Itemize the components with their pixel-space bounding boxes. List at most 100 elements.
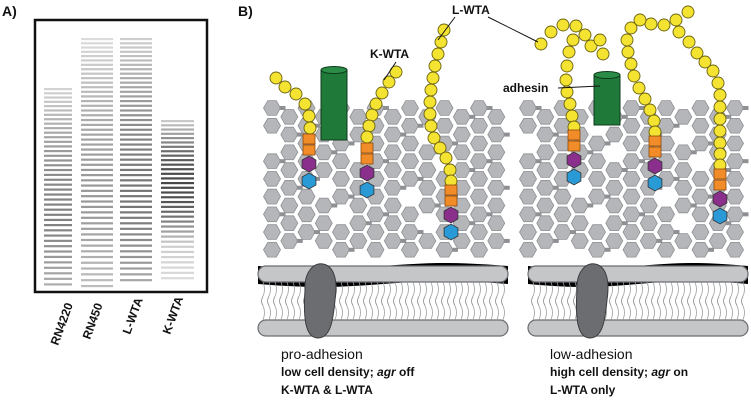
gel-band [44,218,72,222]
adhesin-label: adhesin [503,81,548,95]
gel-band [120,189,152,192]
lipid-tail [363,281,367,306]
peptidoglycan-hexagon [588,242,606,258]
peptidoglycan-hexagon [401,206,419,223]
gel-band [161,230,194,233]
peptidoglycan-hexagon [536,215,555,231]
crosslink [656,238,663,243]
gel-lane [81,38,113,288]
crosslink [673,230,680,235]
glcnac-hexagon [647,174,663,192]
peptidoglycan-hexagon [452,144,471,161]
gel-band [120,90,152,93]
crosslink [621,168,628,173]
glycerol-phosphate-hexagon [712,190,728,208]
lipid-tail [291,296,295,321]
ribitol-phosphate-unit [648,146,662,158]
gel-band [81,174,113,177]
d-alanine-bead [713,136,727,150]
peptidoglycan-hexagon [605,180,624,196]
d-alanine-bead [647,114,661,128]
gel-band [120,77,152,80]
d-alanine-bead [423,107,437,121]
d-alanine-bead [428,59,442,73]
gel-band [44,127,72,130]
lipid-tail [369,296,373,321]
peptidoglycan-hexagon [280,197,299,214]
peptidoglycan-hexagon [622,135,641,152]
crosslink [552,132,559,137]
gel-band [44,122,72,125]
lipid-tail [375,281,379,306]
gel-band [120,211,152,214]
crosslink [535,106,542,110]
peptidoglycan-hexagon [487,162,506,178]
peptidoglycan-hexagon [487,180,506,196]
gel-band [81,109,113,112]
peptidoglycan-hexagon [452,126,471,143]
gel-band [44,154,72,157]
crosslink [383,212,389,217]
glcnac-hexagon [301,172,317,190]
peptidoglycan-hexagon [366,242,385,258]
peptidoglycan-hexagon [470,206,488,223]
lipid-tail [417,281,421,306]
gel-band [120,55,152,58]
crosslink [535,159,542,164]
lipid-tail [285,296,289,321]
peptidoglycan-left [263,100,510,258]
crosslink [604,141,611,146]
peptidoglycan-hexagon [726,153,744,169]
d-alanine-bead [426,71,440,85]
d-alanine-bead [643,103,657,117]
d-alanine-bead [578,28,592,42]
gel-band [81,153,113,156]
peptidoglycan-hexagon [691,242,710,258]
glycerol-phosphate-hexagon [301,155,317,173]
gel-band [120,50,152,53]
crosslink [725,221,732,226]
peptidoglycan-hexagon [401,153,419,169]
adhesin-left [320,66,348,141]
gel-band [161,186,194,189]
gel-band [81,38,113,41]
peptidoglycan-hexagon [452,109,471,125]
gel-band [44,131,72,134]
lipid-tail [423,296,427,321]
d-alanine-bead [669,13,683,27]
lipid-tail [615,296,619,321]
crosslink [452,141,458,146]
crosslink [296,185,303,190]
membrane-head-groups-top [257,265,509,283]
lipid-tail [723,296,727,321]
lipid-tail [645,296,649,321]
lipid-tail [261,296,265,321]
d-alanine-bead [624,21,638,35]
caption-right-line1: high cell density; agr on [550,365,688,379]
lipid-tail [531,296,535,321]
crosslink [296,132,303,137]
d-alanine-bead [559,73,573,87]
lipid-tail [735,281,739,306]
crosslink [708,194,714,199]
crosslink [417,230,424,235]
gel-lane [161,120,194,280]
crosslink [621,221,628,226]
peptidoglycan-hexagon [622,224,641,240]
lipid-tail [741,296,745,321]
peptidoglycan-hexagon [470,100,488,116]
peptidoglycan-hexagon [553,224,572,240]
gel-band [161,150,194,153]
gel-band [161,124,194,127]
gel-band [120,216,152,219]
gel-band [161,172,194,175]
crosslink [296,238,303,243]
d-alanine-bead [556,18,570,32]
d-alanine-bead [434,35,448,49]
k-wta-leader [383,61,397,81]
ribitol-phosphate-unit [567,140,581,152]
peptidoglycan-hexagon [470,242,488,258]
lane-label-k-wta: K-WTA [160,294,187,336]
ribitol-phosphate-unit [360,142,374,154]
gel-band [81,158,113,161]
